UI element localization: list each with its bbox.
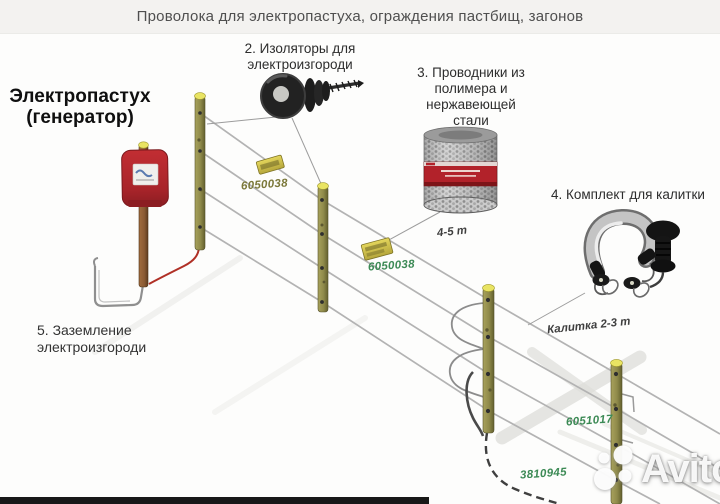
- underground-cable-dashed-line: [484, 432, 561, 504]
- label-insulators: 2. Изоляторы для электроизгороди: [244, 41, 356, 72]
- gate-kit-icon: [583, 209, 680, 298]
- wire-id-tags: [255, 154, 394, 261]
- callout-lines: [206, 115, 586, 326]
- label-grounding: 5. Заземление электроизгороди: [37, 322, 147, 355]
- page-title: Проволока для электропастуха, ограждения…: [136, 8, 584, 25]
- insulator-icon: [260, 73, 364, 119]
- ground-shadows: [92, 255, 720, 501]
- label-conductors: 3. Проводники из полимера и нержавеющей …: [417, 65, 525, 128]
- leader-gate-kit: [527, 292, 586, 326]
- avito-watermark: Avito: [592, 444, 720, 494]
- spool-label: [423, 161, 498, 187]
- fence-post-gate: [482, 284, 495, 434]
- generator-lead-wire: [148, 245, 200, 285]
- gate-springs: [448, 302, 635, 444]
- fence-posts: [138, 92, 623, 504]
- wire-spool-icon: [423, 126, 498, 214]
- title-bar: Проволока для электропастуха, ограждения…: [0, 0, 720, 34]
- avito-logo-icon: [594, 445, 633, 490]
- avito-watermark-text: Avito: [641, 447, 720, 491]
- wire-tag: [360, 237, 394, 261]
- leader-insulator-left: [206, 115, 287, 125]
- generator-icon: [121, 149, 169, 207]
- label-generator: Электропастух (генератор): [9, 86, 151, 128]
- gate-handle-icon: [646, 220, 680, 289]
- wire-clips: [198, 111, 619, 483]
- fence-post: [317, 182, 329, 313]
- label-gate-kit: 4. Комплект для калитки: [551, 187, 705, 202]
- wire-tag: [255, 154, 285, 175]
- photo-bottom-edge: [0, 497, 429, 504]
- gate-hook-insulators: [592, 274, 650, 298]
- leader-insulator-right: [291, 117, 323, 187]
- grounding-icon: [93, 257, 145, 308]
- fence-post: [610, 359, 623, 504]
